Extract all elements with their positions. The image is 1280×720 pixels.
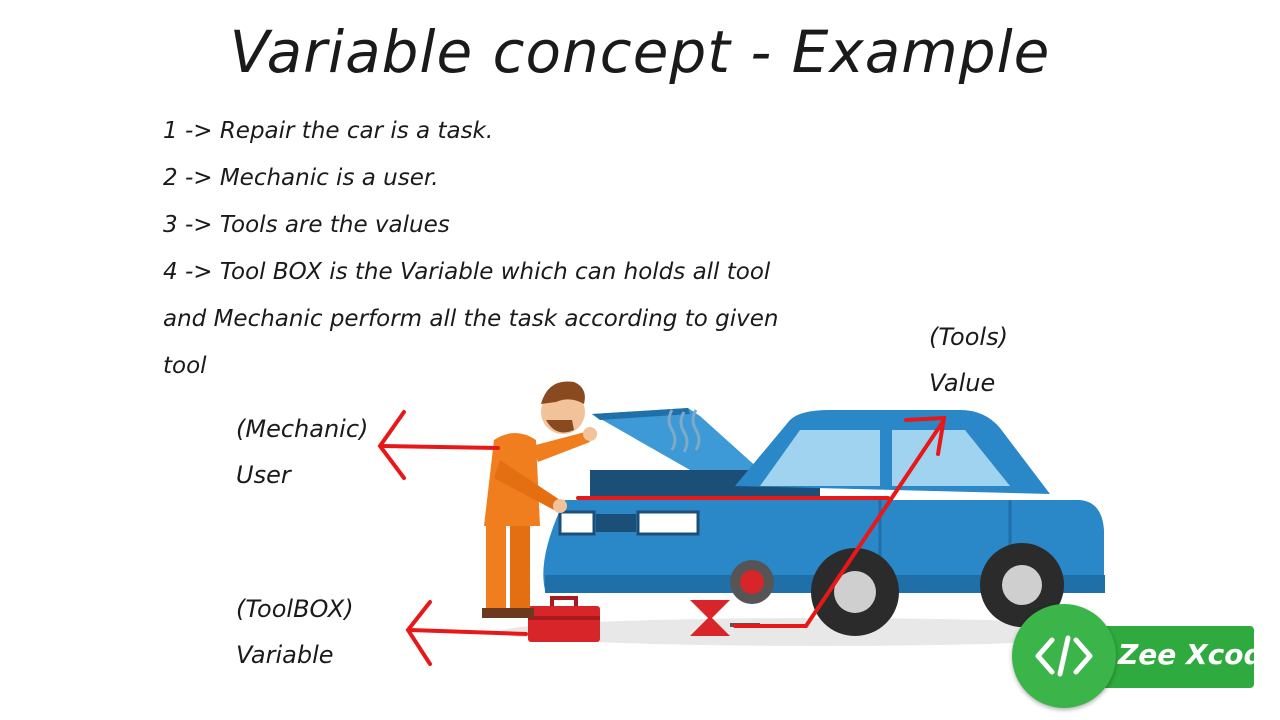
logo-text: Zee Xcode bbox=[1118, 638, 1280, 671]
point-3: 3 -> Tools are the values bbox=[163, 212, 450, 238]
front-window bbox=[760, 430, 880, 486]
tools-arrow bbox=[733, 418, 946, 628]
explanation-list: 1 -> Repair the car is a task. 2 -> Mech… bbox=[163, 108, 883, 390]
ground-shadow bbox=[500, 618, 1140, 646]
code-brackets-icon bbox=[1035, 635, 1093, 677]
tools-arrowhead bbox=[904, 415, 947, 456]
mechanic-concept: User bbox=[236, 461, 291, 489]
mechanic-arrow bbox=[380, 444, 500, 450]
tools-label: (Tools) Value bbox=[929, 314, 1008, 406]
mechanic-label: (Mechanic) User bbox=[236, 406, 368, 498]
point-2: 2 -> Mechanic is a user. bbox=[163, 165, 439, 191]
point-4: 4 -> Tool BOX is the Variable which can … bbox=[163, 259, 771, 285]
car-grille bbox=[596, 514, 636, 532]
annotation-arrows bbox=[377, 410, 947, 666]
tools-role: (Tools) bbox=[929, 323, 1008, 351]
rear-window bbox=[892, 430, 1010, 486]
toolbox-label: (ToolBOX) Variable bbox=[236, 586, 354, 678]
point-4-end: tool bbox=[163, 353, 207, 379]
brand-logo: Zee Xcode bbox=[1012, 604, 1280, 708]
mechanic-arrowhead bbox=[377, 410, 406, 480]
toolbox-concept: Variable bbox=[236, 641, 334, 669]
toolbox bbox=[528, 596, 600, 642]
headlight-left bbox=[558, 510, 596, 536]
car bbox=[543, 408, 1105, 636]
page-title: Variable concept - Example bbox=[229, 18, 1051, 86]
toolbox-arrow bbox=[408, 628, 528, 636]
headlight-right bbox=[636, 510, 700, 536]
logo-banner bbox=[1104, 626, 1254, 688]
logo-circle bbox=[1012, 604, 1116, 708]
toolbox-role: (ToolBOX) bbox=[236, 595, 354, 623]
toolbox-arrowhead bbox=[405, 600, 432, 666]
mechanic bbox=[482, 381, 597, 618]
tools-concept: Value bbox=[929, 369, 996, 397]
mechanic-role: (Mechanic) bbox=[236, 415, 369, 443]
point-1: 1 -> Repair the car is a task. bbox=[163, 118, 494, 144]
point-4-continued: and Mechanic perform all the task accord… bbox=[163, 306, 779, 332]
